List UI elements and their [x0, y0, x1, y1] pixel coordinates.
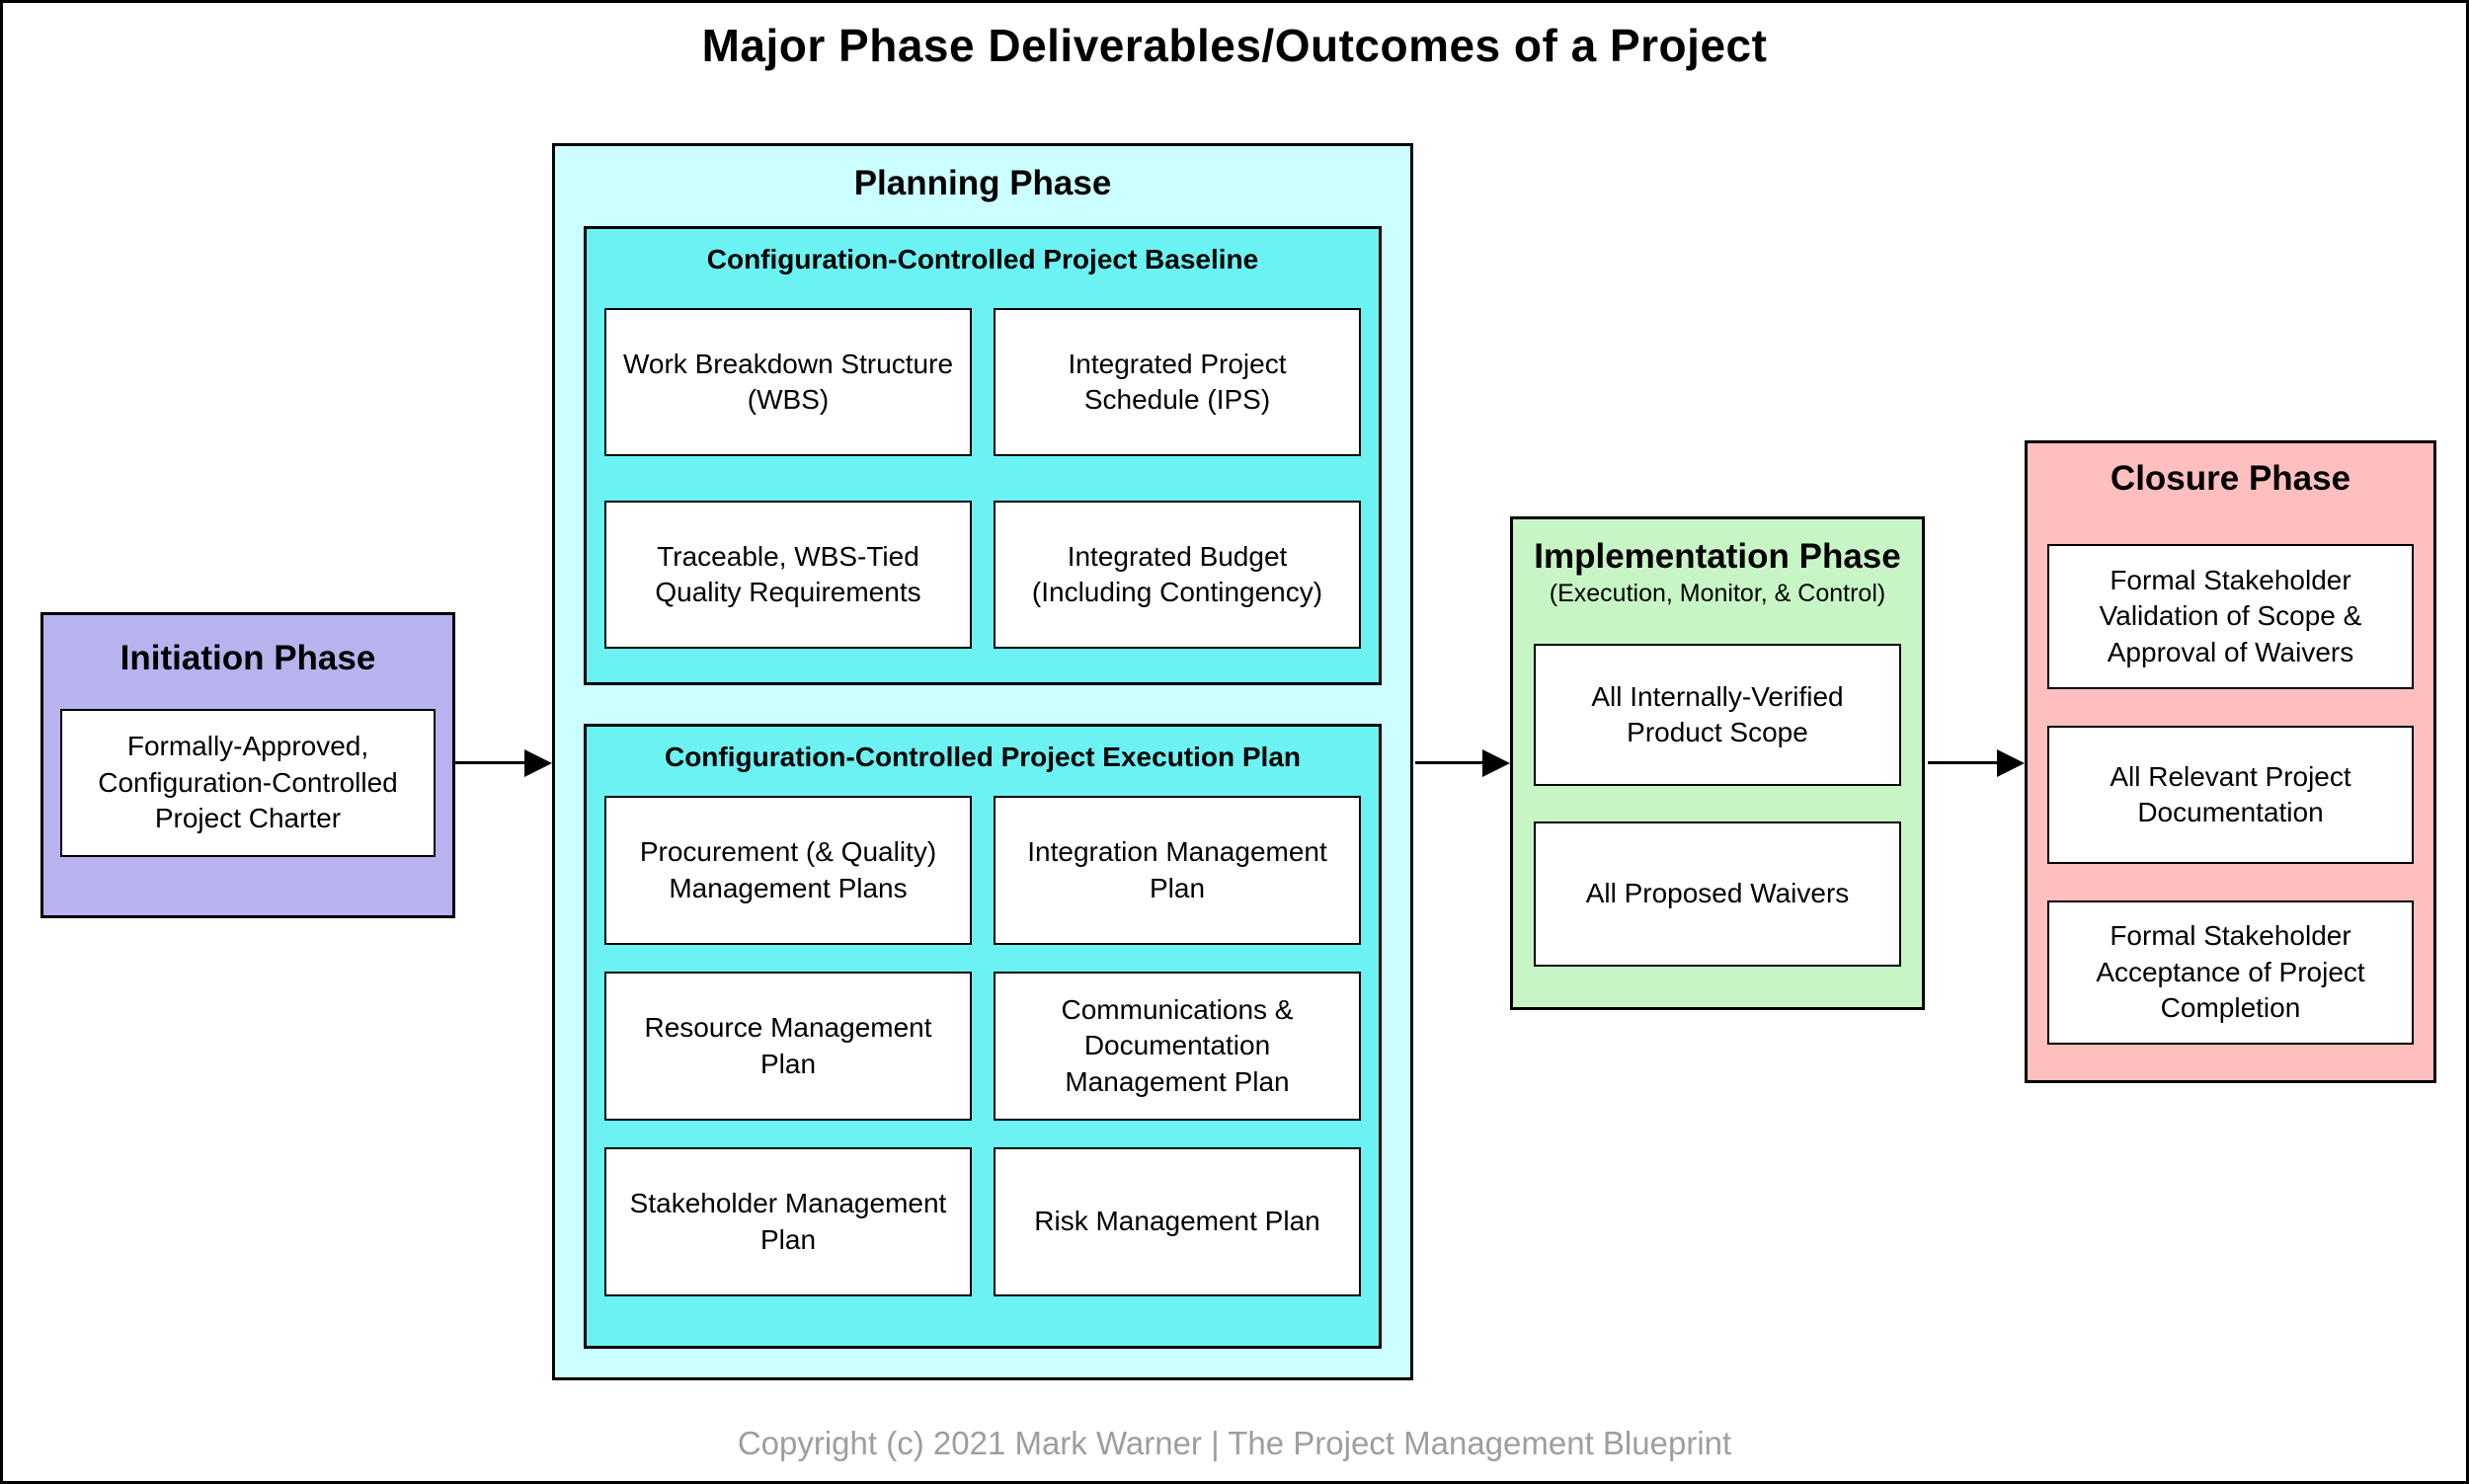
deliverable-scope-validation-waiver-approval: Formal Stakeholder Validation of Scope &… [2047, 544, 2414, 689]
arrow-planning-to-implementation [1415, 761, 1482, 764]
deliverable-project-charter: Formally-Approved, Configuration-Control… [60, 709, 436, 857]
deliverable-resource-plan: Resource Management Plan [604, 972, 972, 1121]
phase-initiation-title: Initiation Phase [119, 639, 376, 677]
phase-initiation: Initiation Phase Formally-Approved, Conf… [40, 612, 455, 918]
phase-closure: Closure Phase Formal Stakeholder Validat… [2025, 440, 2436, 1083]
deliverable-quality-requirements: Traceable, WBS-Tied Quality Requirements [604, 501, 972, 649]
deliverable-stakeholder-plan: Stakeholder Management Plan [604, 1147, 972, 1296]
section-execution-plan: Configuration-Controlled Project Executi… [584, 724, 1382, 1349]
deliverable-ips: Integrated Project Schedule (IPS) [994, 308, 1361, 456]
copyright-notice: Copyright (c) 2021 Mark Warner | The Pro… [737, 1425, 1732, 1461]
execution-grid: Procurement (& Quality) Management Plans… [604, 796, 1361, 1296]
deliverable-verified-product-scope: All Internally-Verified Product Scope [1534, 644, 1901, 786]
arrow-initiation-to-planning [455, 761, 524, 764]
section-project-baseline-title: Configuration-Controlled Project Baselin… [706, 244, 1259, 274]
deliverable-project-documentation: All Relevant Project Documentation [2047, 726, 2414, 864]
phase-implementation-title: Implementation Phase [1534, 537, 1901, 576]
deliverable-wbs: Work Breakdown Structure (WBS) [604, 308, 972, 456]
deliverable-proposed-waivers: All Proposed Waivers [1534, 821, 1901, 967]
phase-implementation-subtitle: (Execution, Monitor, & Control) [1549, 580, 1886, 607]
deliverable-acceptance-of-completion: Formal Stakeholder Acceptance of Project… [2047, 900, 2414, 1045]
phase-planning-title: Planning Phase [853, 164, 1112, 202]
page-title: Major Phase Deliverables/Outcomes of a P… [701, 20, 1768, 71]
deliverable-procurement-quality-plans: Procurement (& Quality) Management Plans [604, 796, 972, 945]
baseline-grid: Work Breakdown Structure (WBS) Integrate… [604, 308, 1361, 649]
deliverable-integrated-budget: Integrated Budget (Including Contingency… [994, 501, 1361, 649]
deliverable-integration-plan: Integration Management Plan [994, 796, 1361, 945]
deliverable-risk-plan: Risk Management Plan [994, 1147, 1361, 1296]
section-project-baseline: Configuration-Controlled Project Baselin… [584, 226, 1382, 685]
arrow-implementation-to-closure [1928, 761, 1997, 764]
phase-planning: Planning Phase Configuration-Controlled … [552, 143, 1413, 1380]
section-execution-plan-title: Configuration-Controlled Project Executi… [664, 742, 1302, 772]
deliverable-communications-plan: Communications & Documentation Managemen… [994, 972, 1361, 1121]
phase-implementation: Implementation Phase (Execution, Monitor… [1510, 516, 1925, 1010]
phase-closure-title: Closure Phase [2110, 459, 2351, 498]
